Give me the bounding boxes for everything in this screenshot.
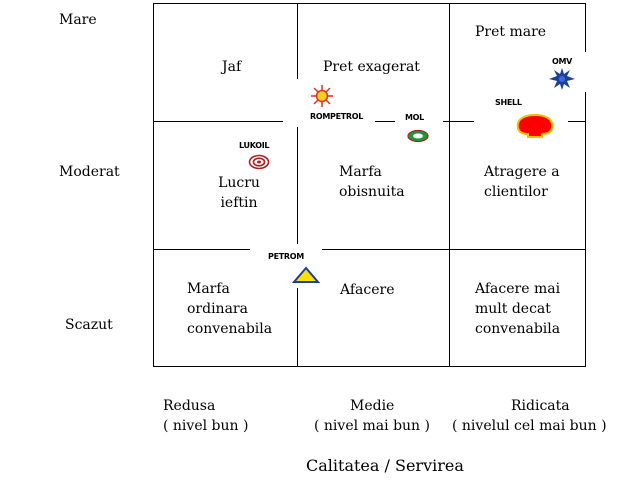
cell-pret-mare: Pret mare bbox=[475, 24, 547, 40]
x-label-medium-sub: ( nivel mai bun ) bbox=[314, 418, 430, 434]
x-label-medium: Medie bbox=[350, 398, 395, 414]
star-burst-icon bbox=[549, 68, 575, 94]
ring-icon bbox=[406, 128, 430, 147]
x-label-low: Redusa bbox=[163, 398, 216, 414]
cell-pret-exagerat: Pret exagerat bbox=[323, 59, 420, 75]
sun-icon bbox=[311, 85, 333, 111]
brand-label-petrom: PETROM bbox=[268, 252, 304, 261]
target-icon bbox=[248, 154, 270, 174]
cell-jaf: Jaf bbox=[222, 59, 242, 75]
y-label-medium: Moderat bbox=[59, 164, 120, 180]
grid-col-divider-1 bbox=[297, 3, 298, 367]
x-label-high-sub: ( nivelul cel mai bun ) bbox=[452, 418, 607, 434]
triangle-icon bbox=[291, 266, 321, 288]
cell-lucru-ieftin: Lucru ieftin bbox=[218, 175, 260, 211]
y-label-low: Scazut bbox=[65, 317, 113, 333]
cell-marfa-ordinara: Marfa ordinara convenabila bbox=[187, 281, 273, 337]
cell-afacere-mai-mult: Afacere mai mult decat convenabila bbox=[475, 281, 561, 337]
brand-label-rompetrol: ROMPETROL bbox=[310, 112, 364, 121]
grid-row-divider-2 bbox=[153, 249, 586, 250]
grid-border-left bbox=[153, 3, 154, 367]
cell-atragere-clienti: Atragere a clientilor bbox=[484, 164, 560, 200]
brand-label-lukoil: LUKOIL bbox=[239, 141, 270, 150]
brand-label-mol: MOL bbox=[405, 113, 424, 122]
cell-afacere: Afacere bbox=[340, 282, 395, 298]
cell-marfa-obisnuita: Marfa obisnuita bbox=[339, 164, 405, 200]
x-label-low-sub: ( nivel bun ) bbox=[163, 418, 249, 434]
grid-border-right bbox=[585, 3, 586, 367]
x-label-high: Ridicata bbox=[511, 398, 570, 414]
grid-border-top bbox=[153, 3, 586, 4]
x-axis-title: Calitatea / Servirea bbox=[306, 456, 464, 475]
grid-border-bottom bbox=[153, 366, 586, 367]
grid-col-divider-2 bbox=[449, 3, 450, 367]
shell-icon bbox=[514, 113, 556, 142]
brand-label-shell: SHELL bbox=[495, 98, 522, 107]
y-label-high: Mare bbox=[59, 12, 97, 28]
brand-label-omv: OMV bbox=[552, 57, 573, 66]
label-mask-omv bbox=[543, 52, 587, 92]
